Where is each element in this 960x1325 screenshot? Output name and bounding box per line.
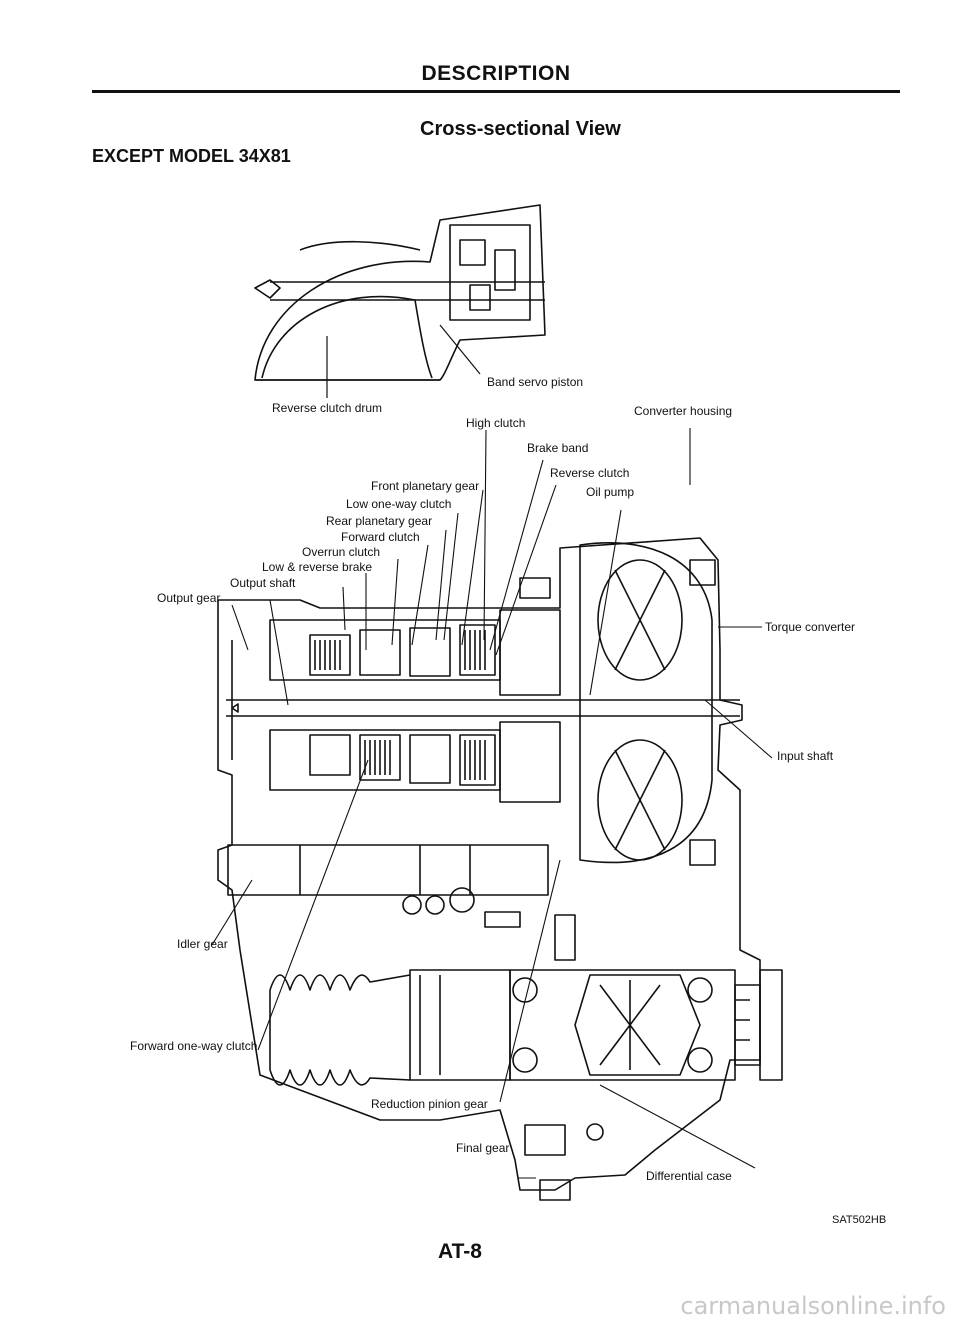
top-inset-drawing xyxy=(254,204,546,398)
label-converter-housing: Converter housing xyxy=(634,404,732,418)
leader-lines xyxy=(211,428,773,1179)
label-front-planetary-gear: Front planetary gear xyxy=(371,479,479,493)
label-reverse-clutch-drum: Reverse clutch drum xyxy=(272,401,382,415)
label-low-reverse-brake: Low & reverse brake xyxy=(262,560,372,574)
label-forward-clutch: Forward clutch xyxy=(341,530,420,544)
model-heading: EXCEPT MODEL 34X81 xyxy=(92,146,291,166)
label-overrun-clutch: Overrun clutch xyxy=(302,545,380,559)
header-rule xyxy=(92,90,900,93)
label-reduction-pinion-gear: Reduction pinion gear xyxy=(371,1097,488,1111)
label-forward-one-way-clutch: Forward one-way clutch xyxy=(130,1039,257,1053)
page-number: AT-8 xyxy=(438,1240,482,1263)
label-brake-band: Brake band xyxy=(527,441,588,455)
label-output-gear: Output gear xyxy=(157,591,220,605)
watermark: carmanualsonline.info xyxy=(680,1292,946,1320)
label-idler-gear: Idler gear xyxy=(177,937,228,951)
label-differential-case: Differential case xyxy=(646,1169,732,1183)
label-high-clutch: High clutch xyxy=(466,416,525,430)
figure-reference-code: SAT502HB xyxy=(832,1214,887,1226)
label-rear-planetary-gear: Rear planetary gear xyxy=(326,514,432,528)
label-output-shaft: Output shaft xyxy=(230,576,296,590)
label-final-gear: Final gear xyxy=(456,1141,509,1155)
label-band-servo-piston: Band servo piston xyxy=(487,375,583,389)
section-subtitle: Cross-sectional View xyxy=(420,118,621,140)
label-torque-converter: Torque converter xyxy=(765,620,855,634)
label-low-one-way-clutch: Low one-way clutch xyxy=(346,497,451,511)
label-input-shaft: Input shaft xyxy=(777,749,834,763)
label-reverse-clutch: Reverse clutch xyxy=(550,466,629,480)
page-header-title: DESCRIPTION xyxy=(421,62,571,85)
label-oil-pump: Oil pump xyxy=(586,485,634,499)
main-case-drawing xyxy=(217,537,783,1201)
